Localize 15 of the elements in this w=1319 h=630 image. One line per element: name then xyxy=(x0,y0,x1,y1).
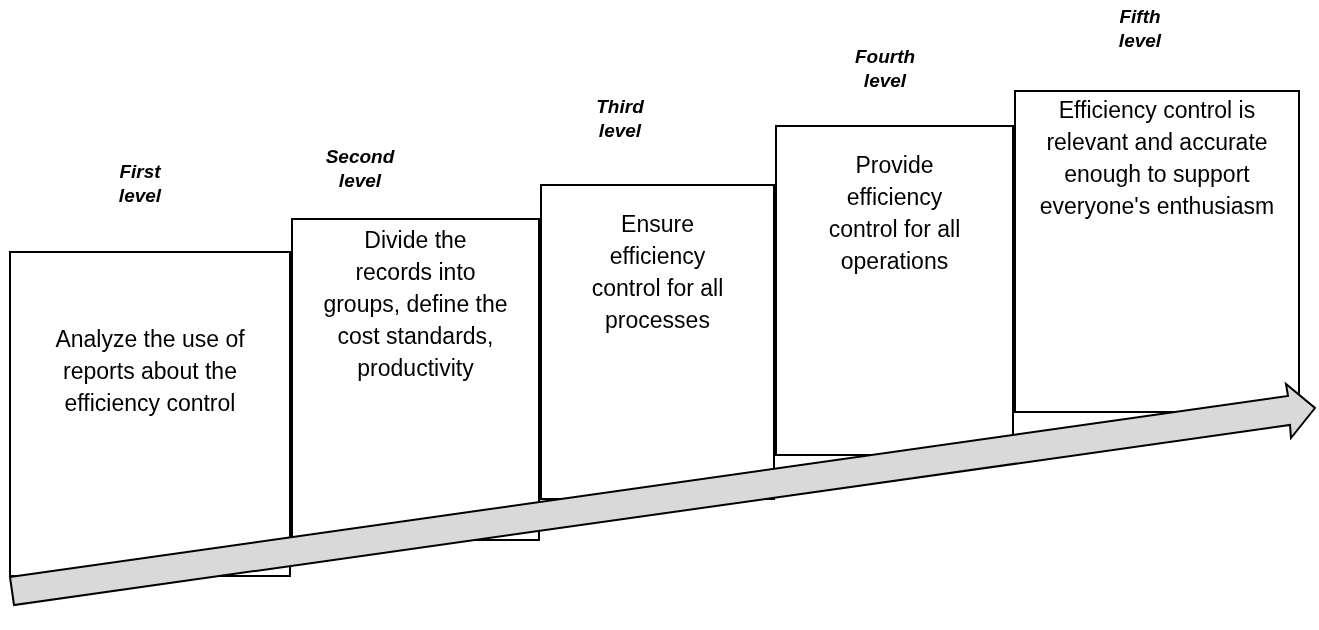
step-text: Efficiency control is relevant and accurate enough to support everyone's enthusiasm xyxy=(1038,96,1276,221)
step-box xyxy=(540,184,775,468)
step-box xyxy=(1014,90,1300,393)
level-label: Second level xyxy=(324,145,396,193)
step-text: Analyze the use of reports about the efficiency control xyxy=(54,325,246,418)
step-text: Divide the records into groups, define the cost standards, productivity xyxy=(323,226,508,383)
step-text: Ensure efficiency control for all processes xyxy=(590,210,725,335)
step-box xyxy=(9,251,291,537)
step-box xyxy=(291,218,540,501)
level-label: Third level xyxy=(595,95,645,143)
level-label: First level xyxy=(117,160,163,208)
step-box xyxy=(775,125,1014,434)
step-text: Provide efficiency control for all operations xyxy=(827,151,962,276)
level-label: Fourth level xyxy=(853,45,917,93)
level-label: Fifth level xyxy=(1117,5,1163,53)
